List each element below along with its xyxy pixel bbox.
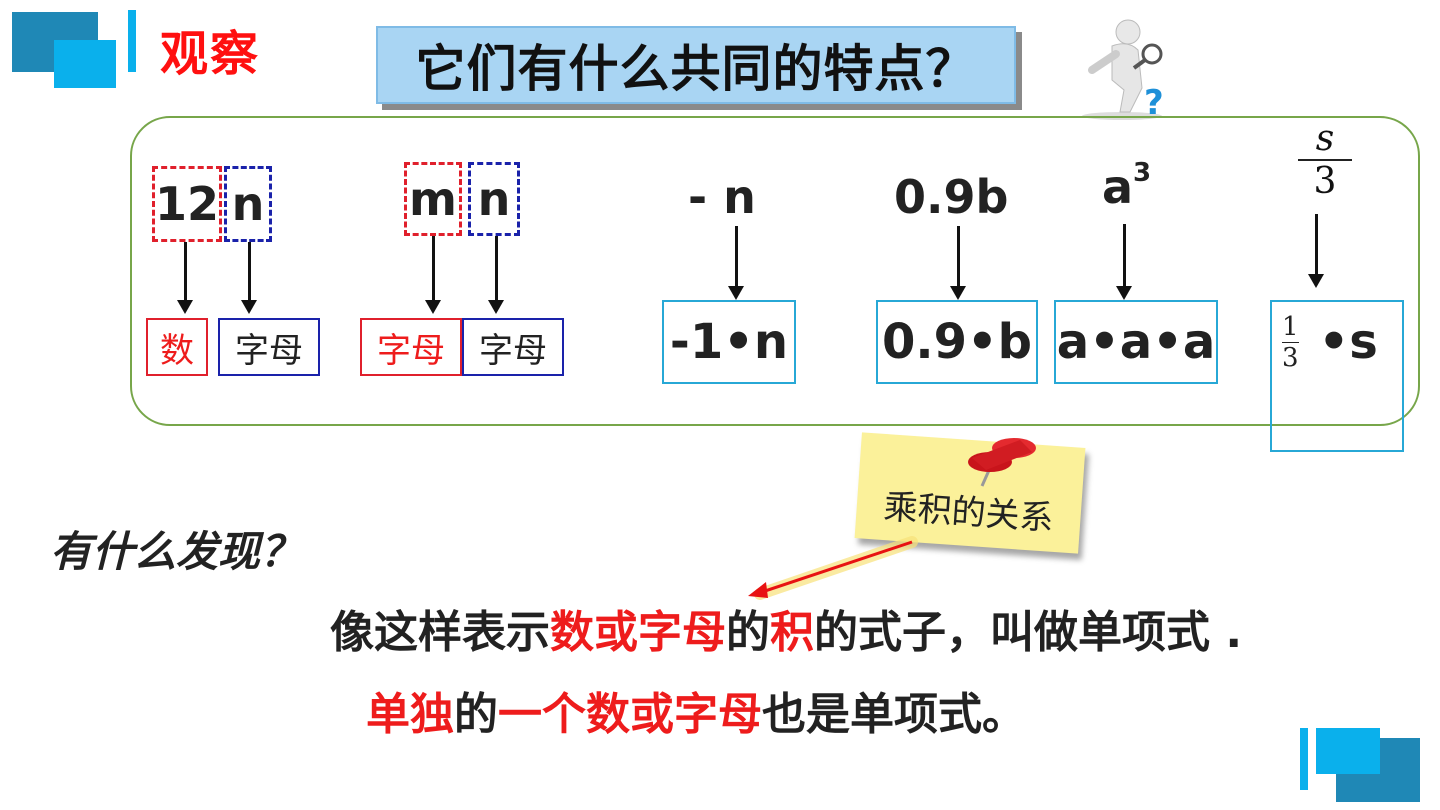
pointer-arrow (748, 536, 918, 600)
product-form-box (1270, 300, 1404, 452)
corner-decoration (1316, 728, 1380, 774)
arrow-head (177, 300, 193, 314)
variable-box: n (224, 166, 272, 242)
definition-part: 像这样表示 (330, 607, 550, 658)
definition-part: 的式子，叫做单项式 . (814, 607, 1243, 658)
svg-text:?: ? (1144, 83, 1164, 120)
product-form-box: a•a•a (1054, 300, 1218, 384)
arrow-head (728, 286, 744, 300)
note-highlight: 一个数或字母 (498, 689, 762, 740)
corner-decoration (54, 40, 116, 88)
note-part: 也是单项式。 (762, 689, 1026, 740)
product-form-box: 0.9•b (876, 300, 1038, 384)
coefficient-box: 12 (152, 166, 222, 242)
variable-text: n (477, 172, 511, 226)
product-form-box: -1•n (662, 300, 796, 384)
note-highlight: 单独 (366, 689, 454, 740)
arrow-head (950, 286, 966, 300)
arrow (248, 242, 251, 302)
power-exponent: 3 (1133, 157, 1152, 188)
arrow (1123, 224, 1126, 288)
slide-title-text: 它们有什么共同的特点？ (415, 40, 977, 98)
fraction-numerator: 1 (1282, 311, 1299, 342)
fraction-denominator: 3 (1282, 342, 1299, 373)
corner-decoration (1300, 728, 1308, 790)
definition-highlight: 数或字母 (550, 607, 726, 658)
slide-title: 它们有什么共同的特点？ (376, 26, 1016, 104)
variable-box: m (404, 162, 462, 236)
corner-decoration (128, 10, 136, 72)
pushpin-icon (968, 438, 1036, 487)
fraction-expression: s 3 (1298, 118, 1352, 202)
expressions-panel (130, 116, 1420, 426)
arrow-head (425, 300, 441, 314)
definition-highlight: 积 (770, 607, 814, 658)
expression-text: 0.9b (894, 170, 1009, 224)
arrow (432, 236, 435, 302)
discovery-question: 有什么发现？ (50, 527, 303, 576)
label-letter: 字母 (360, 318, 462, 376)
product-form-content: 1 3 •s (1282, 300, 1378, 384)
section-heading: 观察 (160, 26, 261, 82)
variable-text: n (231, 177, 265, 231)
note-part: 的 (454, 689, 498, 740)
fraction-denominator: 3 (1313, 161, 1337, 202)
arrow-head (1308, 274, 1324, 288)
definition-sentence: 像这样表示数或字母的积的式子，叫做单项式 . (330, 596, 1242, 660)
arrow-head (488, 300, 504, 314)
arrow (495, 236, 498, 302)
thinking-figure-icon: ? (1082, 19, 1164, 120)
arrow (957, 226, 960, 288)
expression-power: a3 (1102, 157, 1152, 214)
power-base: a (1102, 160, 1134, 214)
product-tail: •s (1318, 314, 1378, 370)
arrow-head (1116, 286, 1132, 300)
expression-text: - n (688, 170, 756, 224)
arrow (1315, 214, 1318, 276)
definition-part: 的 (726, 607, 770, 658)
arrow (184, 242, 187, 302)
arrow (735, 226, 738, 288)
coefficient-text: 12 (155, 177, 220, 231)
label-number: 数 (146, 318, 208, 376)
note-sentence: 单独的一个数或字母也是单项式。 (366, 678, 1026, 742)
variable-text: m (409, 172, 457, 226)
arrow-head (241, 300, 257, 314)
label-letter: 字母 (462, 318, 564, 376)
label-letter: 字母 (218, 318, 320, 376)
variable-box: n (468, 162, 520, 236)
fraction-numerator: s (1315, 118, 1335, 159)
